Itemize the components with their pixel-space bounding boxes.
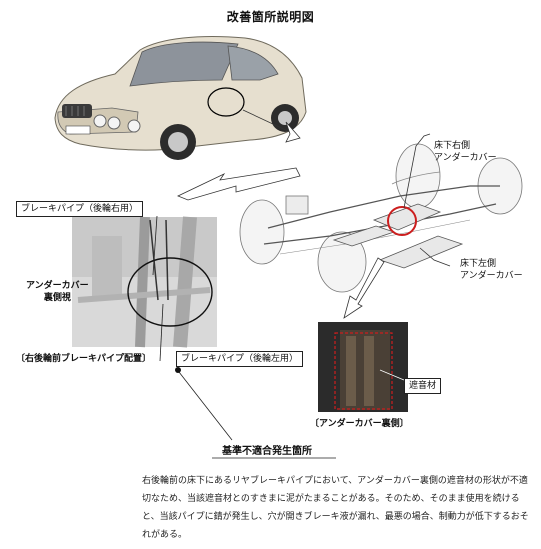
callout-brake-pipe-rear-left: ブレーキパイプ（後輪左用） — [176, 351, 304, 367]
caption-pipe-layout: 〔右後輪前ブレーキパイプ配置〕 — [16, 354, 152, 364]
callout-rear-right-under-cover: 床下右側 アンダーカバー — [434, 141, 497, 163]
callout-brake-pipe-rear-right: ブレーキパイプ（後輪右用） — [16, 201, 144, 217]
location-marker-circle — [207, 87, 245, 117]
highlight-circle — [387, 206, 417, 236]
description-text: 右後輪前の床下にあるリヤブレーキパイプにおいて、アンダーカバー裏側の遮音材の形状… — [142, 476, 529, 540]
car-illustration — [54, 36, 307, 160]
callout-sound-insulation: 遮音材 — [404, 378, 442, 394]
chassis-diagram — [239, 133, 523, 293]
caption-under-cover: 〔アンダーカバー裏側〕 — [310, 419, 409, 429]
under-cover-photo — [318, 322, 408, 412]
callout-rear-left-under-cover: 床下左側 アンダーカバー — [460, 259, 523, 281]
pipe-layout-photo — [72, 216, 217, 348]
flow-arrows — [177, 167, 385, 319]
callout-under-cover-back-side: アンダーカバー 裏側視 — [26, 281, 89, 303]
callout-nonconformity-location: 基準不適合発生箇所 — [222, 446, 312, 457]
page-title: 改善箇所説明図 — [226, 10, 315, 24]
